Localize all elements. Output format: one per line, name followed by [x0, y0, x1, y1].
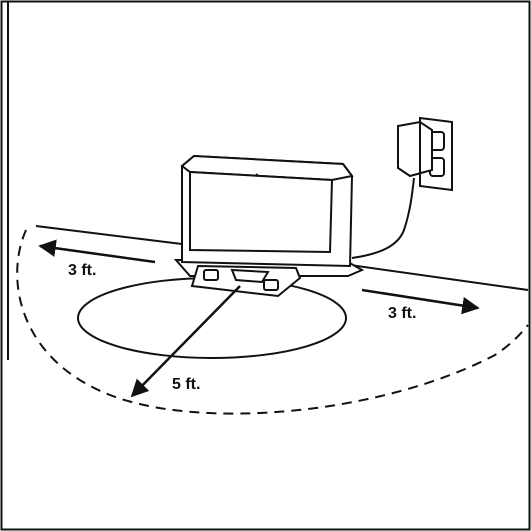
floor-wall-line-right: [349, 264, 529, 291]
right-clearance-arrow: [361, 288, 480, 315]
cleaning-zone-ellipse: [77, 277, 347, 359]
dock-indicator: [255, 173, 259, 177]
dock-ramp-notch: [230, 268, 270, 284]
charging-dock-icon: [173, 154, 365, 298]
power-adapter-icon: [397, 120, 433, 178]
room-walls: [7, 2, 529, 360]
clearance-boundary-dashed: [16, 229, 529, 415]
left-clearance-label: 3 ft.: [68, 262, 96, 279]
right-clearance-label: 3 ft.: [388, 305, 416, 322]
dock-contact-left: [203, 269, 219, 281]
power-cord: [351, 177, 415, 259]
front-clearance-arrow: [130, 285, 241, 398]
adapter-body: [397, 120, 433, 178]
dock-contact-right: [263, 279, 279, 291]
front-clearance-label: 5 ft.: [172, 376, 200, 393]
dock-front-panel: [189, 170, 334, 254]
left-clearance-arrow: [38, 239, 156, 264]
floor-wall-line-left: [35, 225, 183, 245]
